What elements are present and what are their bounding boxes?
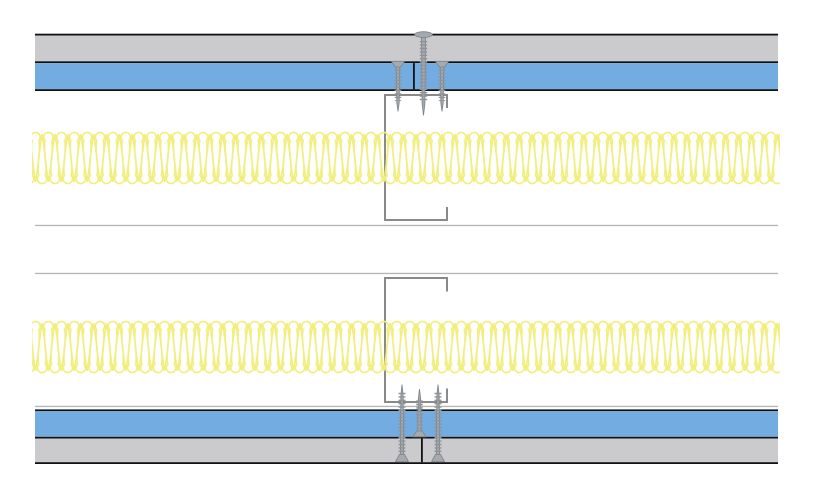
top-outer-board [35, 35, 778, 62]
screw-head [390, 60, 406, 68]
screw-bottom-center [412, 388, 427, 438]
screw-head [394, 454, 410, 462]
top-board-interface-line [35, 61, 778, 64]
screw-head [414, 31, 433, 38]
frame-boundary-line-middle [35, 272, 778, 275]
screw-top-right [434, 60, 450, 112]
screw-head [412, 430, 427, 438]
screw-bottom-right [430, 384, 446, 462]
screw-top-center [414, 31, 433, 116]
top-board-joint-line [413, 63, 415, 90]
screw-head [434, 60, 450, 68]
top-inner-board [35, 63, 778, 90]
frame-boundary-line-upper [35, 224, 778, 227]
insulation-quilt-lower [32, 320, 780, 374]
frame-boundary-line-lower [35, 405, 778, 408]
bottom-inner-board [35, 411, 778, 437]
screw-bottom-left [394, 384, 410, 462]
bottom-outer-board [35, 438, 778, 463]
top-board-face-line [35, 33, 778, 36]
bottom-board-joint-line [421, 438, 423, 463]
bottom-board-back-line [35, 409, 778, 412]
top-board-back-line [35, 89, 778, 91]
screw-head [430, 454, 446, 462]
screw-top-left [390, 60, 406, 112]
bottom-board-interface-line [35, 436, 778, 439]
insulation-quilt-upper [32, 131, 780, 185]
bottom-board-face-line [35, 462, 778, 464]
